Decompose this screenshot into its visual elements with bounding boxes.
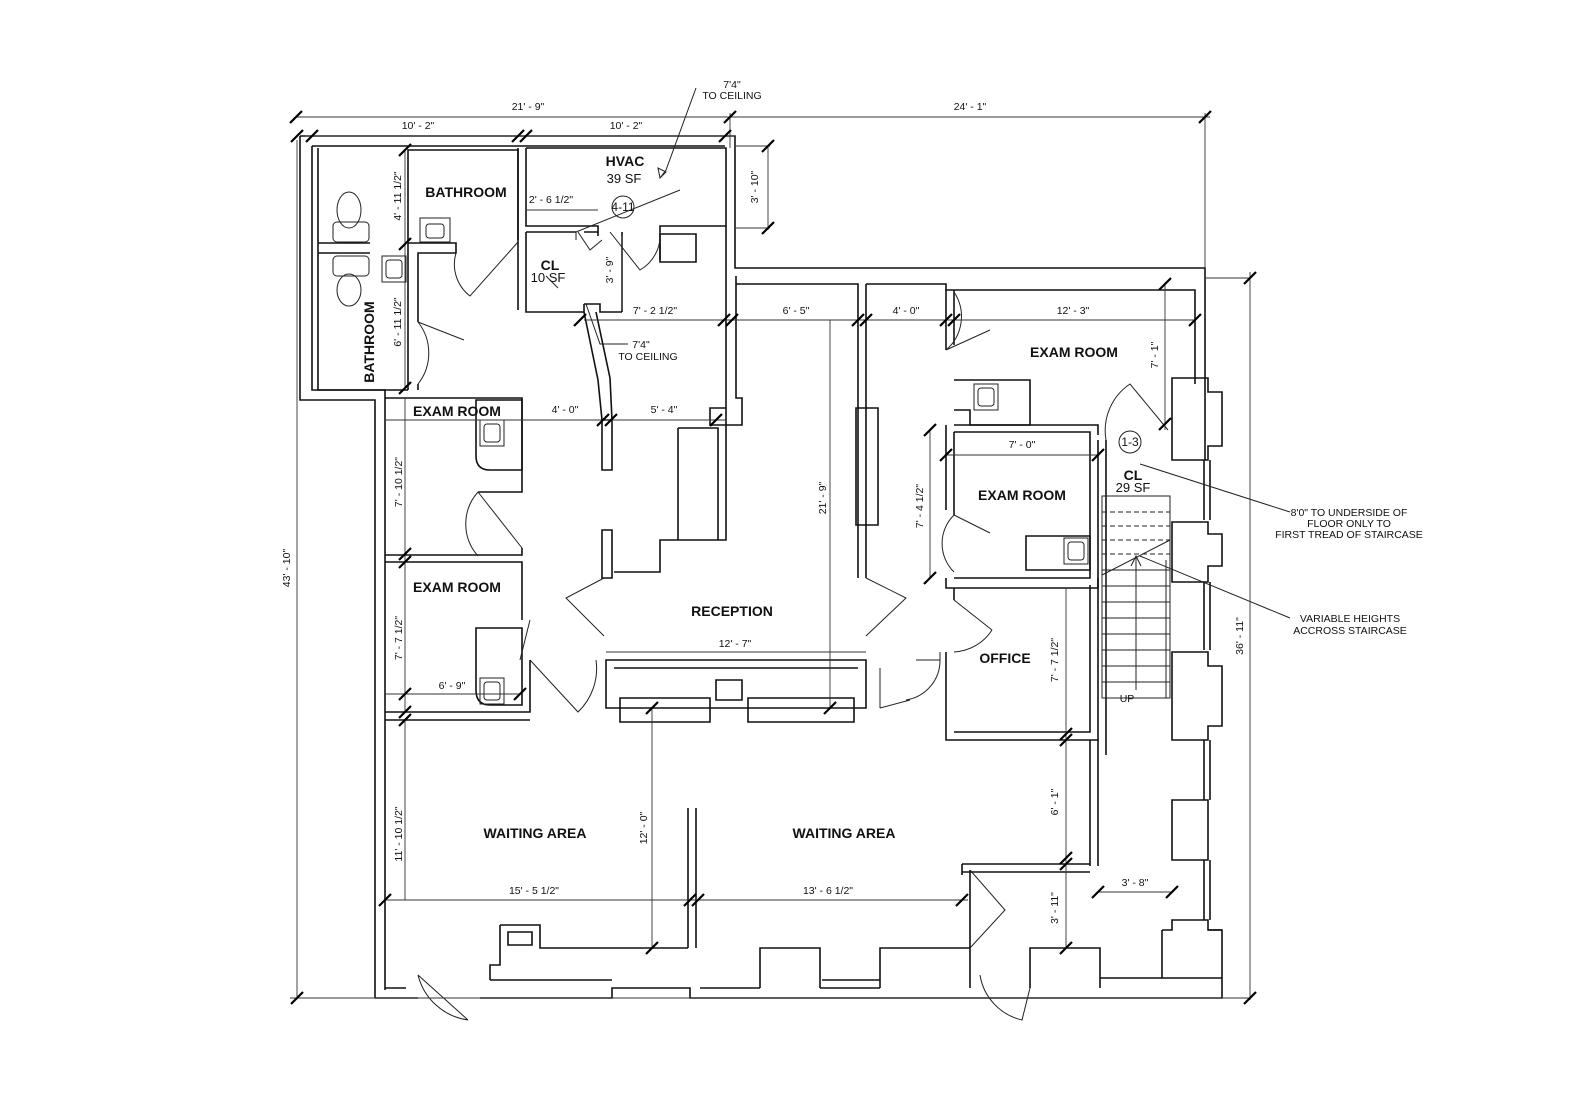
room-label-bathroom-1: BATHROOM [425,184,506,200]
tag-circle-1-3 [1118,430,1142,454]
note-ceiling-top-1: 7'4" [723,79,741,91]
dimension-ticks [289,110,1257,1005]
dim-7-7-half-b: 7' - 7 1/2" [1049,638,1061,683]
dim-21-9-vert: 21' - 9" [817,481,829,514]
arrow-up-icon [1130,554,1142,690]
room-label-waiting-1: WAITING AREA [484,825,587,841]
room-area-hvac: 39 SF [607,171,642,186]
room-label-exam-3: EXAM ROOM [1030,344,1118,360]
tags: 4-11 1-3 UP [611,200,1139,705]
room-label-exam-1: EXAM ROOM [413,403,501,419]
dim-15-5-half: 15' - 5 1/2" [509,885,559,897]
dim-7-2-half: 7' - 2 1/2" [633,305,678,317]
room-label-exam-2: EXAM ROOM [413,579,501,595]
arrow-icon [657,167,667,180]
note-underside-2: FLOOR ONLY TO [1307,518,1391,530]
dim-3-8: 3' - 8" [1122,877,1149,889]
room-label-bathroom-2: BATHROOM [361,301,377,382]
room-labels: BATHROOM BATHROOM HVAC 39 SF CL 10 SF EX… [361,153,1150,841]
dim-12-7: 12' - 7" [719,638,752,650]
sink-icon [973,383,999,411]
dim-5-4: 5' - 4" [651,404,678,416]
sink-icon [1063,537,1089,565]
dim-21-9-top: 21' - 9" [512,101,545,113]
room-label-exam-4: EXAM ROOM [978,487,1066,503]
room-label-waiting-2: WAITING AREA [793,825,896,841]
dim-4-11-half: 4' - 11 1/2" [392,171,404,221]
stair-up-label: UP [1120,693,1135,705]
dim-2-6-half: 2' - 6 1/2" [529,194,574,206]
dim-7-4-half: 7' - 4 1/2" [914,484,926,529]
note-variable-1: VARIABLE HEIGHTS [1300,613,1400,625]
dim-3-9: 3' - 9" [604,256,616,283]
note-underside-1: 8'0" TO UNDERSIDE OF [1291,507,1408,519]
dim-10-2-a: 10' - 2" [402,120,435,132]
dim-4-0-mid: 4' - 0" [552,404,579,416]
notes: 7'4" TO CEILING 7'4" TO CEILING 8'0" TO … [618,79,1422,637]
dim-12-0: 12' - 0" [638,811,650,844]
leader-lines [545,87,1291,619]
sink-icon [479,677,505,705]
dim-10-2-b: 10' - 2" [610,120,643,132]
room-label-office: OFFICE [979,650,1030,666]
dim-6-9: 6' - 9" [439,680,466,692]
doors [417,231,1169,1021]
room-label-hvac: HVAC [606,153,645,169]
dim-6-11-half: 6' - 11 1/2" [392,297,404,347]
note-ceiling-mid-2: TO CEILING [618,351,677,363]
room-area-closet-1: 10 SF [531,270,566,285]
dim-4-0-top: 4' - 0" [893,305,920,317]
dim-3-11: 3' - 11" [1049,892,1061,924]
dim-6-5: 6' - 5" [783,305,810,317]
staircase [1101,495,1171,699]
dim-36-11: 36' - 11" [1234,617,1246,655]
room-label-closet-1: CL [541,257,560,273]
toilet-icon [336,273,362,307]
room-area-closet-2: 29 SF [1116,480,1151,495]
dim-7-1: 7' - 1" [1149,341,1161,368]
toilet-icon [336,191,362,229]
dim-3-10: 3' - 10" [749,170,761,203]
note-underside-3: FIRST TREAD OF STAIRCASE [1275,529,1423,541]
note-ceiling-top-2: TO CEILING [702,90,761,102]
dim-13-6-half: 13' - 6 1/2" [803,885,853,897]
dim-7-10-half: 7' - 10 1/2" [393,457,405,507]
note-ceiling-mid-1: 7'4" [632,339,650,351]
walls [299,135,1223,999]
dim-12-3: 12' - 3" [1057,305,1090,317]
tag-4-11: 4-11 [611,200,634,214]
dim-11-10-half: 11' - 10 1/2" [393,806,405,861]
sink-icon [419,217,451,243]
dim-24-1: 24' - 1" [954,101,987,113]
dim-43-10: 43' - 10" [281,549,293,588]
room-label-reception: RECEPTION [691,603,773,619]
dim-7-7-half-a: 7' - 7 1/2" [393,616,405,661]
fixtures [332,191,1089,705]
tag-1-3: 1-3 [1121,435,1139,449]
dim-7-0: 7' - 0" [1009,439,1036,451]
sink-icon [381,255,407,283]
note-variable-2: ACCROSS STAIRCASE [1293,625,1407,637]
tag-circle-4-11 [611,195,635,219]
dim-6-1: 6' - 1" [1049,788,1061,815]
dimension-labels: 21' - 9" 24' - 1" 10' - 2" 10' - 2" 4' -… [281,101,1246,924]
dimension-lines [290,113,1251,1000]
room-label-closet-2: CL [1124,467,1143,483]
